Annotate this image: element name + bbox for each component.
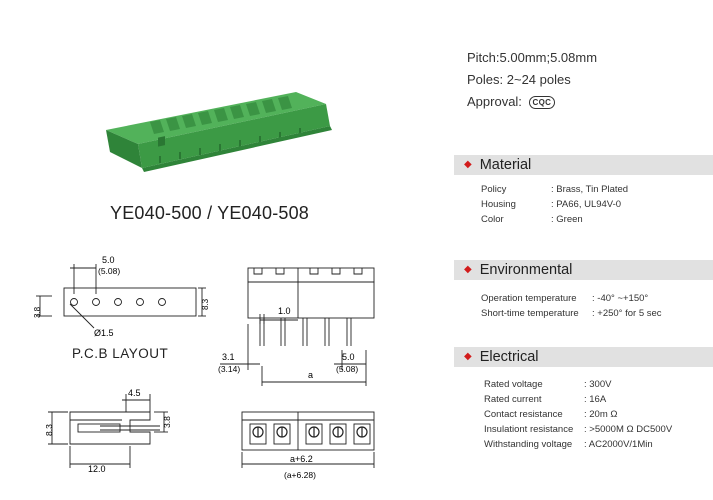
- pcb-height-left: 3.8: [33, 306, 42, 318]
- row-label: Insulationt resistance: [484, 424, 574, 435]
- bullet-icon: ◆: [464, 159, 472, 170]
- side-view-drawing: 4.5 8.3 3.8 12.0: [44, 388, 172, 472]
- pcb-hole: [114, 298, 122, 306]
- top-length-dim: a+6.2: [290, 454, 313, 464]
- front-view-drawing: 1.0 3.1 (3.14) 5.0 (5.08) a: [218, 267, 375, 386]
- row-value: : 300V: [584, 379, 612, 390]
- row-label: Color: [481, 214, 504, 225]
- side-top-dim: 4.5: [128, 388, 141, 398]
- row-label: Operation temperature: [481, 293, 577, 304]
- row-label: Housing: [481, 199, 516, 210]
- bullet-icon: ◆: [464, 351, 472, 362]
- pcb-hole: [136, 298, 144, 306]
- electrical-table: Rated voltage : 300V Rated current : 16A…: [484, 379, 713, 459]
- front-offset-dim-alt: (3.14): [218, 364, 240, 374]
- pcb-layout-drawing: 5.0 (5.08) 3.8 8.3 Ø1.5: [33, 255, 210, 338]
- side-height-dim: 8.3: [44, 424, 54, 436]
- pcb-hole: [158, 298, 166, 306]
- pcb-hole: [92, 298, 100, 306]
- material-row: Color : Green: [481, 214, 583, 225]
- spec-pitch: Pitch:5.00mm;5.08mm: [467, 50, 598, 65]
- material-row: Policy : Brass, Tin Plated: [481, 184, 628, 195]
- electrical-row: Rated voltage : 300V: [484, 379, 611, 390]
- row-value: : PA66, UL94V-0: [551, 199, 622, 210]
- section-material-header: ◆ Material: [454, 155, 713, 175]
- hole-diameter: Ø1.5: [94, 328, 114, 338]
- row-value: : 16A: [584, 394, 607, 405]
- row-label: Withstanding voltage: [484, 439, 573, 450]
- section-material-title: Material: [479, 157, 532, 173]
- section-electrical-header: ◆ Electrical: [454, 347, 713, 367]
- row-label: Rated voltage: [484, 379, 543, 390]
- product-photo: [106, 92, 332, 172]
- cqc-mark-icon: CQC: [528, 96, 556, 109]
- pcb-layout-label: P.C.B LAYOUT: [72, 346, 169, 361]
- pin-gap-dim: 1.0: [278, 306, 291, 316]
- pitch-dim: 5.0: [102, 255, 115, 265]
- front-pitch-dim-alt: (5.08): [336, 364, 358, 374]
- row-label: Rated current: [484, 394, 542, 405]
- front-offset-dim: 3.1: [222, 352, 235, 362]
- row-label: Short-time temperature: [481, 308, 579, 319]
- bullet-icon: ◆: [464, 264, 472, 275]
- model-number: YE040-500 / YE040-508: [110, 203, 310, 223]
- row-value: : -40° ~+150°: [592, 293, 649, 304]
- row-value: : AC2000V/1Min: [584, 439, 653, 450]
- top-length-dim-alt: (a+6.28): [284, 470, 316, 480]
- front-length-dim: a: [308, 370, 313, 380]
- side-right-dim: 3.8: [162, 416, 172, 428]
- environmental-table: Operation temperature : -40° ~+150° Shor…: [481, 293, 711, 327]
- row-value: : >5000M Ω DC500V: [584, 424, 673, 435]
- electrical-row: Insulationt resistance : >5000M Ω DC500V: [484, 424, 672, 435]
- pitch-dim-alt: (5.08): [98, 266, 120, 276]
- material-row: Housing : PA66, UL94V-0: [481, 199, 621, 210]
- environmental-row: Short-time temperature : +250° for 5 sec: [481, 308, 662, 319]
- section-environmental-header: ◆ Environmental: [454, 260, 713, 280]
- section-environmental-title: Environmental: [479, 262, 573, 278]
- material-table: Policy : Brass, Tin Plated Housing : PA6…: [481, 184, 711, 234]
- front-pitch-dim: 5.0: [342, 352, 355, 362]
- row-value: : 20m Ω: [584, 409, 618, 420]
- top-view-drawing: a+6.2 (a+6.28): [241, 411, 375, 480]
- row-value: : +250° for 5 sec: [592, 308, 662, 319]
- pcb-hole: [70, 298, 78, 306]
- approval-label: Approval:: [467, 94, 522, 109]
- electrical-row: Rated current : 16A: [484, 394, 606, 405]
- electrical-row: Contact resistance : 20m Ω: [484, 409, 618, 420]
- spec-approval: Approval: CQC: [467, 94, 556, 109]
- row-value: : Brass, Tin Plated: [551, 184, 629, 195]
- electrical-row: Withstanding voltage : AC2000V/1Min: [484, 439, 653, 450]
- section-electrical-title: Electrical: [479, 349, 539, 365]
- row-label: Policy: [481, 184, 507, 195]
- row-value: : Green: [551, 214, 583, 225]
- environmental-row: Operation temperature : -40° ~+150°: [481, 293, 648, 304]
- row-label: Contact resistance: [484, 409, 563, 420]
- side-width-dim: 12.0: [88, 464, 106, 472]
- spec-poles: Poles: 2~24 poles: [467, 72, 571, 87]
- pcb-height-right: 8.3: [201, 298, 210, 310]
